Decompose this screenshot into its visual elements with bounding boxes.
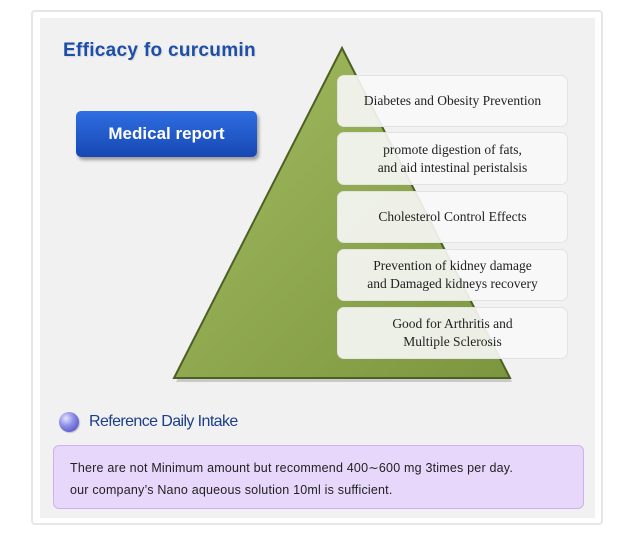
efficacy-level-3: Cholesterol Control Effects <box>337 191 568 243</box>
efficacy-level-2-line-2: and aid intestinal peristalsis <box>377 159 528 175</box>
bullet-circle-icon <box>59 412 79 432</box>
daily-intake-line-2: our company’s Nano aqueous solution 10ml… <box>70 483 393 497</box>
efficacy-level-1-line-1: Diabetes and Obesity Prevention <box>363 93 542 108</box>
efficacy-level-2-line-1: promote digestion of fats, <box>383 141 522 157</box>
efficacy-level-5: Good for Arthritis and Multiple Sclerosi… <box>337 307 568 359</box>
efficacy-level-3-line-1: Cholesterol Control Effects <box>378 209 527 224</box>
efficacy-level-4-line-1: Prevention of kidney damage <box>373 258 532 273</box>
efficacy-level-2: promote digestion of fats, and aid intes… <box>337 132 568 185</box>
efficacy-level-5-line-2: Multiple Sclerosis <box>403 334 502 349</box>
daily-intake-line-1: There are not Minimum amount but recomme… <box>70 461 513 475</box>
page-title: Efficacy fo curcumin <box>63 40 256 61</box>
efficacy-level-4-line-2: and Damaged kidneys recovery <box>367 276 538 291</box>
daily-intake-note: There are not Minimum amount but recomme… <box>53 445 584 509</box>
efficacy-level-1: Diabetes and Obesity Prevention <box>337 75 568 127</box>
reference-daily-intake-heading: Reference Daily Intake <box>89 413 238 430</box>
efficacy-level-4: Prevention of kidney damage and Damaged … <box>337 249 568 301</box>
efficacy-level-5-line-1: Good for Arthritis and <box>392 316 513 331</box>
medical-report-button[interactable]: Medical report <box>76 111 257 157</box>
